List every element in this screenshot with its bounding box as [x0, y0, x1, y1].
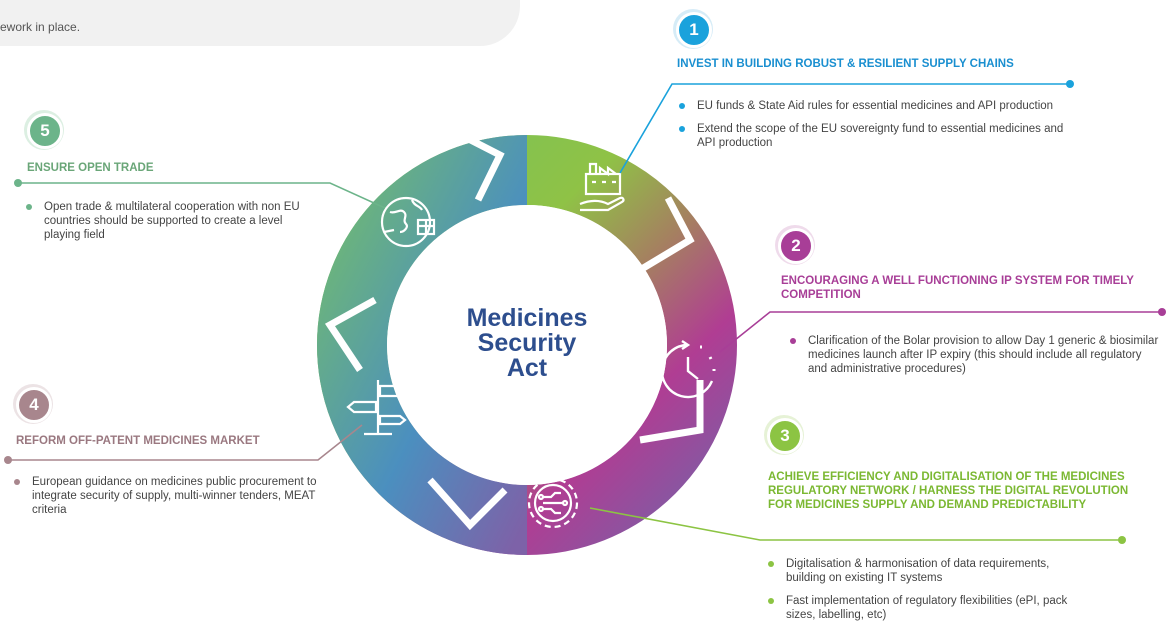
badge-1: 1 — [676, 12, 712, 48]
bullet-text: Digitalisation & harmonisation of data r… — [786, 558, 1050, 584]
bullet-dot — [768, 598, 774, 604]
clock-icon — [660, 340, 716, 399]
list-item: European guidance on medicines public pr… — [12, 475, 322, 517]
list-item: Open trade & multilateral cooperation wi… — [24, 200, 304, 242]
connector-5 — [18, 182, 386, 209]
center-title: Medicines Security Act — [442, 306, 612, 381]
section-3-heading: ACHIEVE EFFICIENCY AND DIGITALISATION OF… — [768, 471, 1129, 511]
ring-arrows — [324, 128, 704, 531]
badge-5: 5 — [27, 113, 63, 149]
bullet-text: Clarification of the Bolar provision to … — [808, 335, 1159, 375]
section-2-bullets: Clarification of the Bolar provision to … — [788, 334, 1163, 385]
center-title-line3: Act — [506, 354, 548, 382]
intro-text: ework in place. — [0, 20, 81, 34]
bullet-text: Fast implementation of regulatory flexib… — [786, 595, 1068, 621]
badge-3: 3 — [767, 418, 803, 454]
bullet-text: Open trade & multilateral cooperation wi… — [44, 201, 300, 241]
section-1-bullets: EU funds & State Aid rules for essential… — [677, 99, 1067, 159]
bullet-text: European guidance on medicines public pr… — [32, 476, 317, 516]
center-title-line2: Security — [477, 329, 577, 357]
globe-trade-icon — [380, 196, 436, 248]
bullet-text: EU funds & State Aid rules for essential… — [697, 100, 1054, 112]
signpost-icon — [346, 380, 410, 436]
digital-gear-icon — [527, 477, 579, 529]
list-item: Fast implementation of regulatory flexib… — [766, 594, 1086, 622]
bullet-dot — [679, 103, 685, 109]
list-item: Clarification of the Bolar provision to … — [788, 334, 1163, 376]
section-4-bullets: European guidance on medicines public pr… — [12, 475, 322, 526]
bullet-dot — [679, 126, 685, 132]
intro-box: ework in place. — [0, 0, 520, 46]
connector-4 — [8, 424, 363, 461]
list-item: Extend the scope of the EU sovereignty f… — [677, 122, 1067, 150]
connector-1 — [619, 83, 1070, 174]
connector-2 — [719, 311, 1162, 353]
factory-hand-icon — [579, 162, 625, 212]
bullet-dot — [26, 204, 32, 210]
section-5-heading: ENSURE OPEN TRADE — [27, 162, 154, 174]
section-5-bullets: Open trade & multilateral cooperation wi… — [24, 200, 304, 251]
list-item: EU funds & State Aid rules for essential… — [677, 99, 1067, 113]
connector-lines — [4, 80, 1166, 544]
section-1-heading: INVEST IN BUILDING ROBUST & RESILIENT SU… — [677, 58, 1014, 70]
list-item: Digitalisation & harmonisation of data r… — [766, 557, 1086, 585]
section-3-bullets: Digitalisation & harmonisation of data r… — [766, 557, 1086, 631]
center-title-line1: Medicines — [466, 304, 588, 332]
section-2-heading: ENCOURAGING A WELL FUNCTIONING IP SYSTEM… — [781, 275, 1134, 301]
ring-inner — [387, 205, 667, 485]
section-4-heading: REFORM OFF-PATENT MEDICINES MARKET — [16, 435, 260, 447]
badge-4: 4 — [16, 387, 52, 423]
bullet-dot — [790, 338, 796, 344]
bullet-dot — [768, 561, 774, 567]
connector-3 — [589, 507, 1122, 541]
badge-2: 2 — [778, 228, 814, 264]
bullet-text: Extend the scope of the EU sovereignty f… — [697, 123, 1064, 149]
bullet-dot — [14, 479, 20, 485]
